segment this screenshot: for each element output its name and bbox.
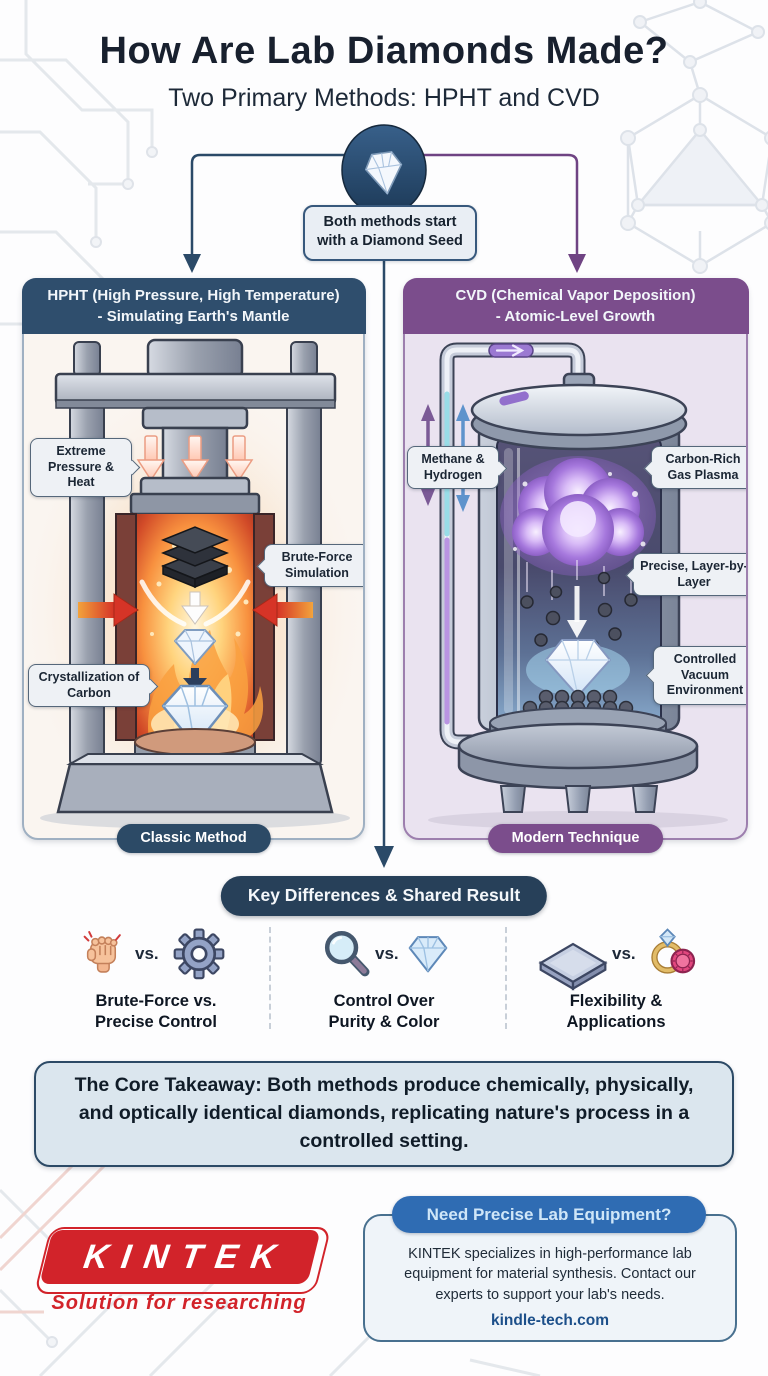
vs-label: vs.: [375, 944, 399, 963]
core-takeaway-text: The Core Takeaway: Both methods produce …: [74, 1074, 694, 1152]
cvd-header-line2: - Atomic-Level Growth: [495, 307, 656, 325]
hpht-badge: Classic Method: [116, 824, 271, 853]
hpht-press-icon: [24, 338, 363, 838]
hpht-label-pressure: Extreme Pressure & Heat: [30, 438, 132, 497]
cvd-illustration: Methane & Hydrogen Carbon-Rich Gas Plasm…: [405, 334, 746, 838]
core-takeaway-box: The Core Takeaway: Both methods produce …: [34, 1061, 734, 1167]
hpht-label-brute-force: Brute-Force Simulation: [264, 544, 363, 588]
hpht-label-crystallization: Crystallization of Carbon: [28, 664, 150, 708]
hpht-header: HPHT (High Pressure, High Temperature) -…: [21, 277, 366, 334]
diamond-seed-icon: [341, 124, 427, 216]
cta-link[interactable]: kindle-tech.com: [491, 1311, 609, 1329]
comparison-label-1: Brute-Force vs. Precise Control: [95, 992, 217, 1032]
cvd-header-line1: CVD (Chemical Vapor Deposition): [455, 286, 696, 304]
vs-label: vs.: [135, 944, 159, 963]
magnifier-icon: [320, 926, 374, 980]
carbon-source-icon: [161, 526, 229, 589]
hpht-illustration: Extreme Pressure & Heat Brute-Force Simu…: [24, 334, 363, 838]
cvd-panel: CVD (Chemical Vapor Deposition) - Atomic…: [402, 277, 749, 853]
logo-tagline: Solution for researching: [51, 1292, 307, 1314]
cta-title-pill: Need Precise Lab Equipment?: [392, 1196, 706, 1233]
fist-icon: [80, 924, 126, 980]
cta-body-text: KINTEK specializes in high-performance l…: [404, 1246, 696, 1303]
divider: [269, 927, 271, 1029]
comparison-label-3: Flexibility & Applications: [566, 992, 666, 1032]
kintek-logo: KINTEK: [33, 1227, 332, 1294]
vs-label: vs.: [612, 944, 636, 963]
logo-block: KINTEK: [39, 1230, 321, 1284]
cta-card: KINTEK specializes in high-performance l…: [363, 1214, 737, 1342]
seed-callout: Both methods start with a Diamond Seed: [303, 205, 477, 261]
page-title: How Are Lab Diamonds Made?: [99, 30, 669, 72]
cvd-label-layer: Precise, Layer-by-Layer: [633, 553, 746, 597]
cvd-label-gases: Methane & Hydrogen: [407, 446, 499, 490]
wafer-icon: [534, 934, 612, 992]
plasma-cloud-icon: [500, 456, 656, 576]
logo-text: KINTEK: [81, 1237, 292, 1276]
hpht-header-line1: HPHT (High Pressure, High Temperature): [47, 286, 340, 304]
diamond-icon: [401, 928, 455, 978]
flow-connectors: [183, 124, 586, 868]
hpht-panel: HPHT (High Pressure, High Temperature) -…: [21, 277, 366, 853]
page-subtitle: Two Primary Methods: HPHT and CVD: [168, 84, 600, 112]
gear-icon: [172, 926, 226, 980]
key-differences-title: Key Differences & Shared Result: [220, 876, 548, 916]
cvd-badge: Modern Technique: [487, 824, 664, 853]
cvd-header: CVD (Chemical Vapor Deposition) - Atomic…: [402, 277, 749, 334]
comparison-label-2: Control Over Purity & Color: [328, 992, 440, 1032]
ring-icon: [645, 924, 699, 980]
hpht-header-line2: - Simulating Earth's Mantle: [97, 307, 290, 325]
cvd-chamber-icon: [421, 342, 728, 829]
divider: [505, 927, 507, 1029]
cvd-label-vacuum: Controlled Vacuum Environment: [653, 646, 746, 705]
cvd-label-plasma: Carbon-Rich Gas Plasma: [651, 446, 746, 490]
seed-callout-text: Both methods start with a Diamond Seed: [317, 214, 463, 250]
